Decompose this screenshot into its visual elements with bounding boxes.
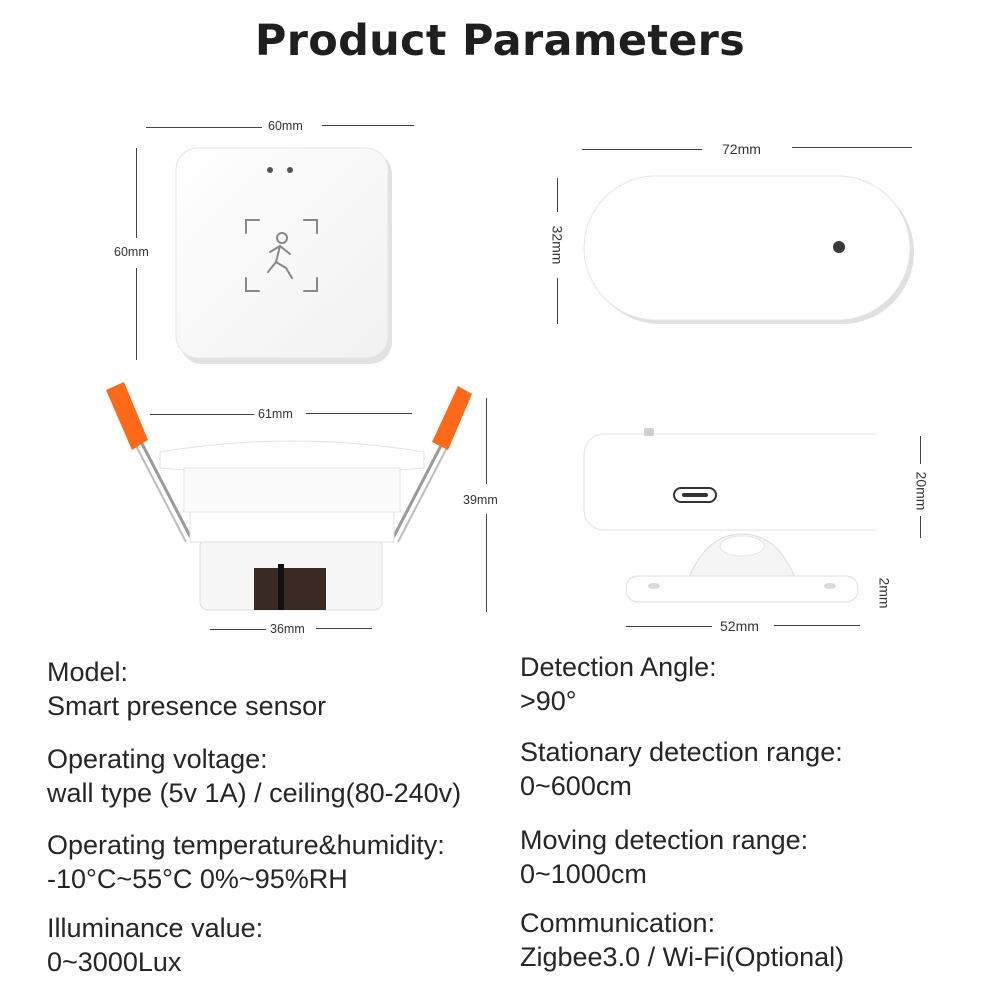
dim-top-left-width: 60mm (268, 119, 303, 133)
dim-line-top-right-width-a (582, 149, 702, 150)
spec-value: wall type (5v 1A) / ceiling(80-240v) (47, 778, 462, 808)
dim-bottom-left-bottom-width: 36mm (270, 622, 305, 636)
dim-line-top-left-width-b (322, 125, 414, 126)
spec-label: Communication: (520, 908, 716, 938)
dim-line-bottom-right-width-a (626, 626, 712, 627)
dim-line-top-right-height-a (557, 178, 558, 212)
spec-model: Model: Smart presence sensor (47, 655, 326, 723)
spec-value: Zigbee3.0 / Wi-Fi(Optional) (520, 942, 845, 972)
dim-bottom-right-base-thickness: 2mm (876, 577, 893, 609)
spec-value: 0~1000cm (520, 859, 647, 889)
dim-line-bottom-left-bottom-b (316, 628, 372, 629)
spec-label: Detection Angle: (520, 652, 717, 682)
dim-line-bottom-left-top-b (306, 413, 412, 414)
spec-operating-voltage: Operating voltage: wall type (5v 1A) / c… (47, 742, 461, 810)
dim-line-bottom-right-height-a (920, 436, 921, 464)
dim-line-bottom-left-bottom-a (210, 629, 266, 630)
ceiling-mount-side (106, 382, 472, 611)
spec-label: Stationary detection range: (520, 737, 843, 767)
presence-person-icon (245, 219, 318, 292)
dim-bottom-left-top-width: 61mm (258, 407, 293, 421)
spec-temperature-humidity: Operating temperature&humidity: -10°C~55… (47, 828, 445, 896)
spec-label: Moving detection range: (520, 825, 809, 855)
wall-mount-side (583, 428, 876, 603)
spec-value: 0~600cm (520, 771, 632, 801)
spec-value: Smart presence sensor (47, 691, 327, 721)
dim-top-right-width: 72mm (722, 141, 761, 157)
square-sensor-front (175, 147, 392, 364)
dim-bottom-left-height: 39mm (463, 493, 498, 507)
dim-bottom-right-height: 20mm (913, 471, 930, 511)
indicator-dot-icon (833, 241, 845, 253)
dim-line-bottom-right-width-b (774, 625, 860, 626)
spec-illuminance: Illuminance value: 0~3000Lux (47, 911, 263, 979)
spring-clip-left (106, 382, 194, 543)
spec-label: Model: (47, 657, 129, 687)
dim-line-top-right-width-b (792, 147, 912, 148)
dim-line-top-left-width-a (146, 127, 262, 128)
spec-label: Operating voltage: (47, 744, 268, 774)
dim-line-top-left-height-b (136, 268, 137, 360)
dim-bottom-right-width: 52mm (720, 618, 759, 634)
spring-clip-right (390, 386, 472, 543)
spec-value: 0~3000Lux (47, 947, 182, 977)
dim-line-bottom-left-height-a (486, 398, 487, 484)
dim-line-bottom-left-height-b (486, 514, 487, 612)
dim-top-right-height: 32mm (549, 225, 566, 265)
dim-line-bottom-left-top-a (150, 414, 254, 415)
spec-detection-angle: Detection Angle: >90° (520, 650, 717, 718)
spec-communication: Communication: Zigbee3.0 / Wi-Fi(Optiona… (520, 906, 844, 974)
dim-line-bottom-right-height-b (920, 516, 921, 538)
spec-moving-range: Moving detection range: 0~1000cm (520, 823, 808, 891)
dim-top-left-height: 60mm (114, 245, 149, 259)
dim-line-top-right-height-b (557, 278, 558, 324)
spec-stationary-range: Stationary detection range: 0~600cm (520, 735, 843, 803)
spec-value: >90° (520, 686, 577, 716)
pill-sensor-top (583, 175, 914, 324)
spec-value: -10°C~55°C 0%~95%RH (47, 864, 348, 894)
spec-label: Illuminance value: (47, 913, 264, 943)
page-title: Product Parameters (254, 16, 746, 66)
dim-line-top-left-height-a (136, 148, 137, 238)
spec-label: Operating temperature&humidity: (47, 830, 445, 860)
